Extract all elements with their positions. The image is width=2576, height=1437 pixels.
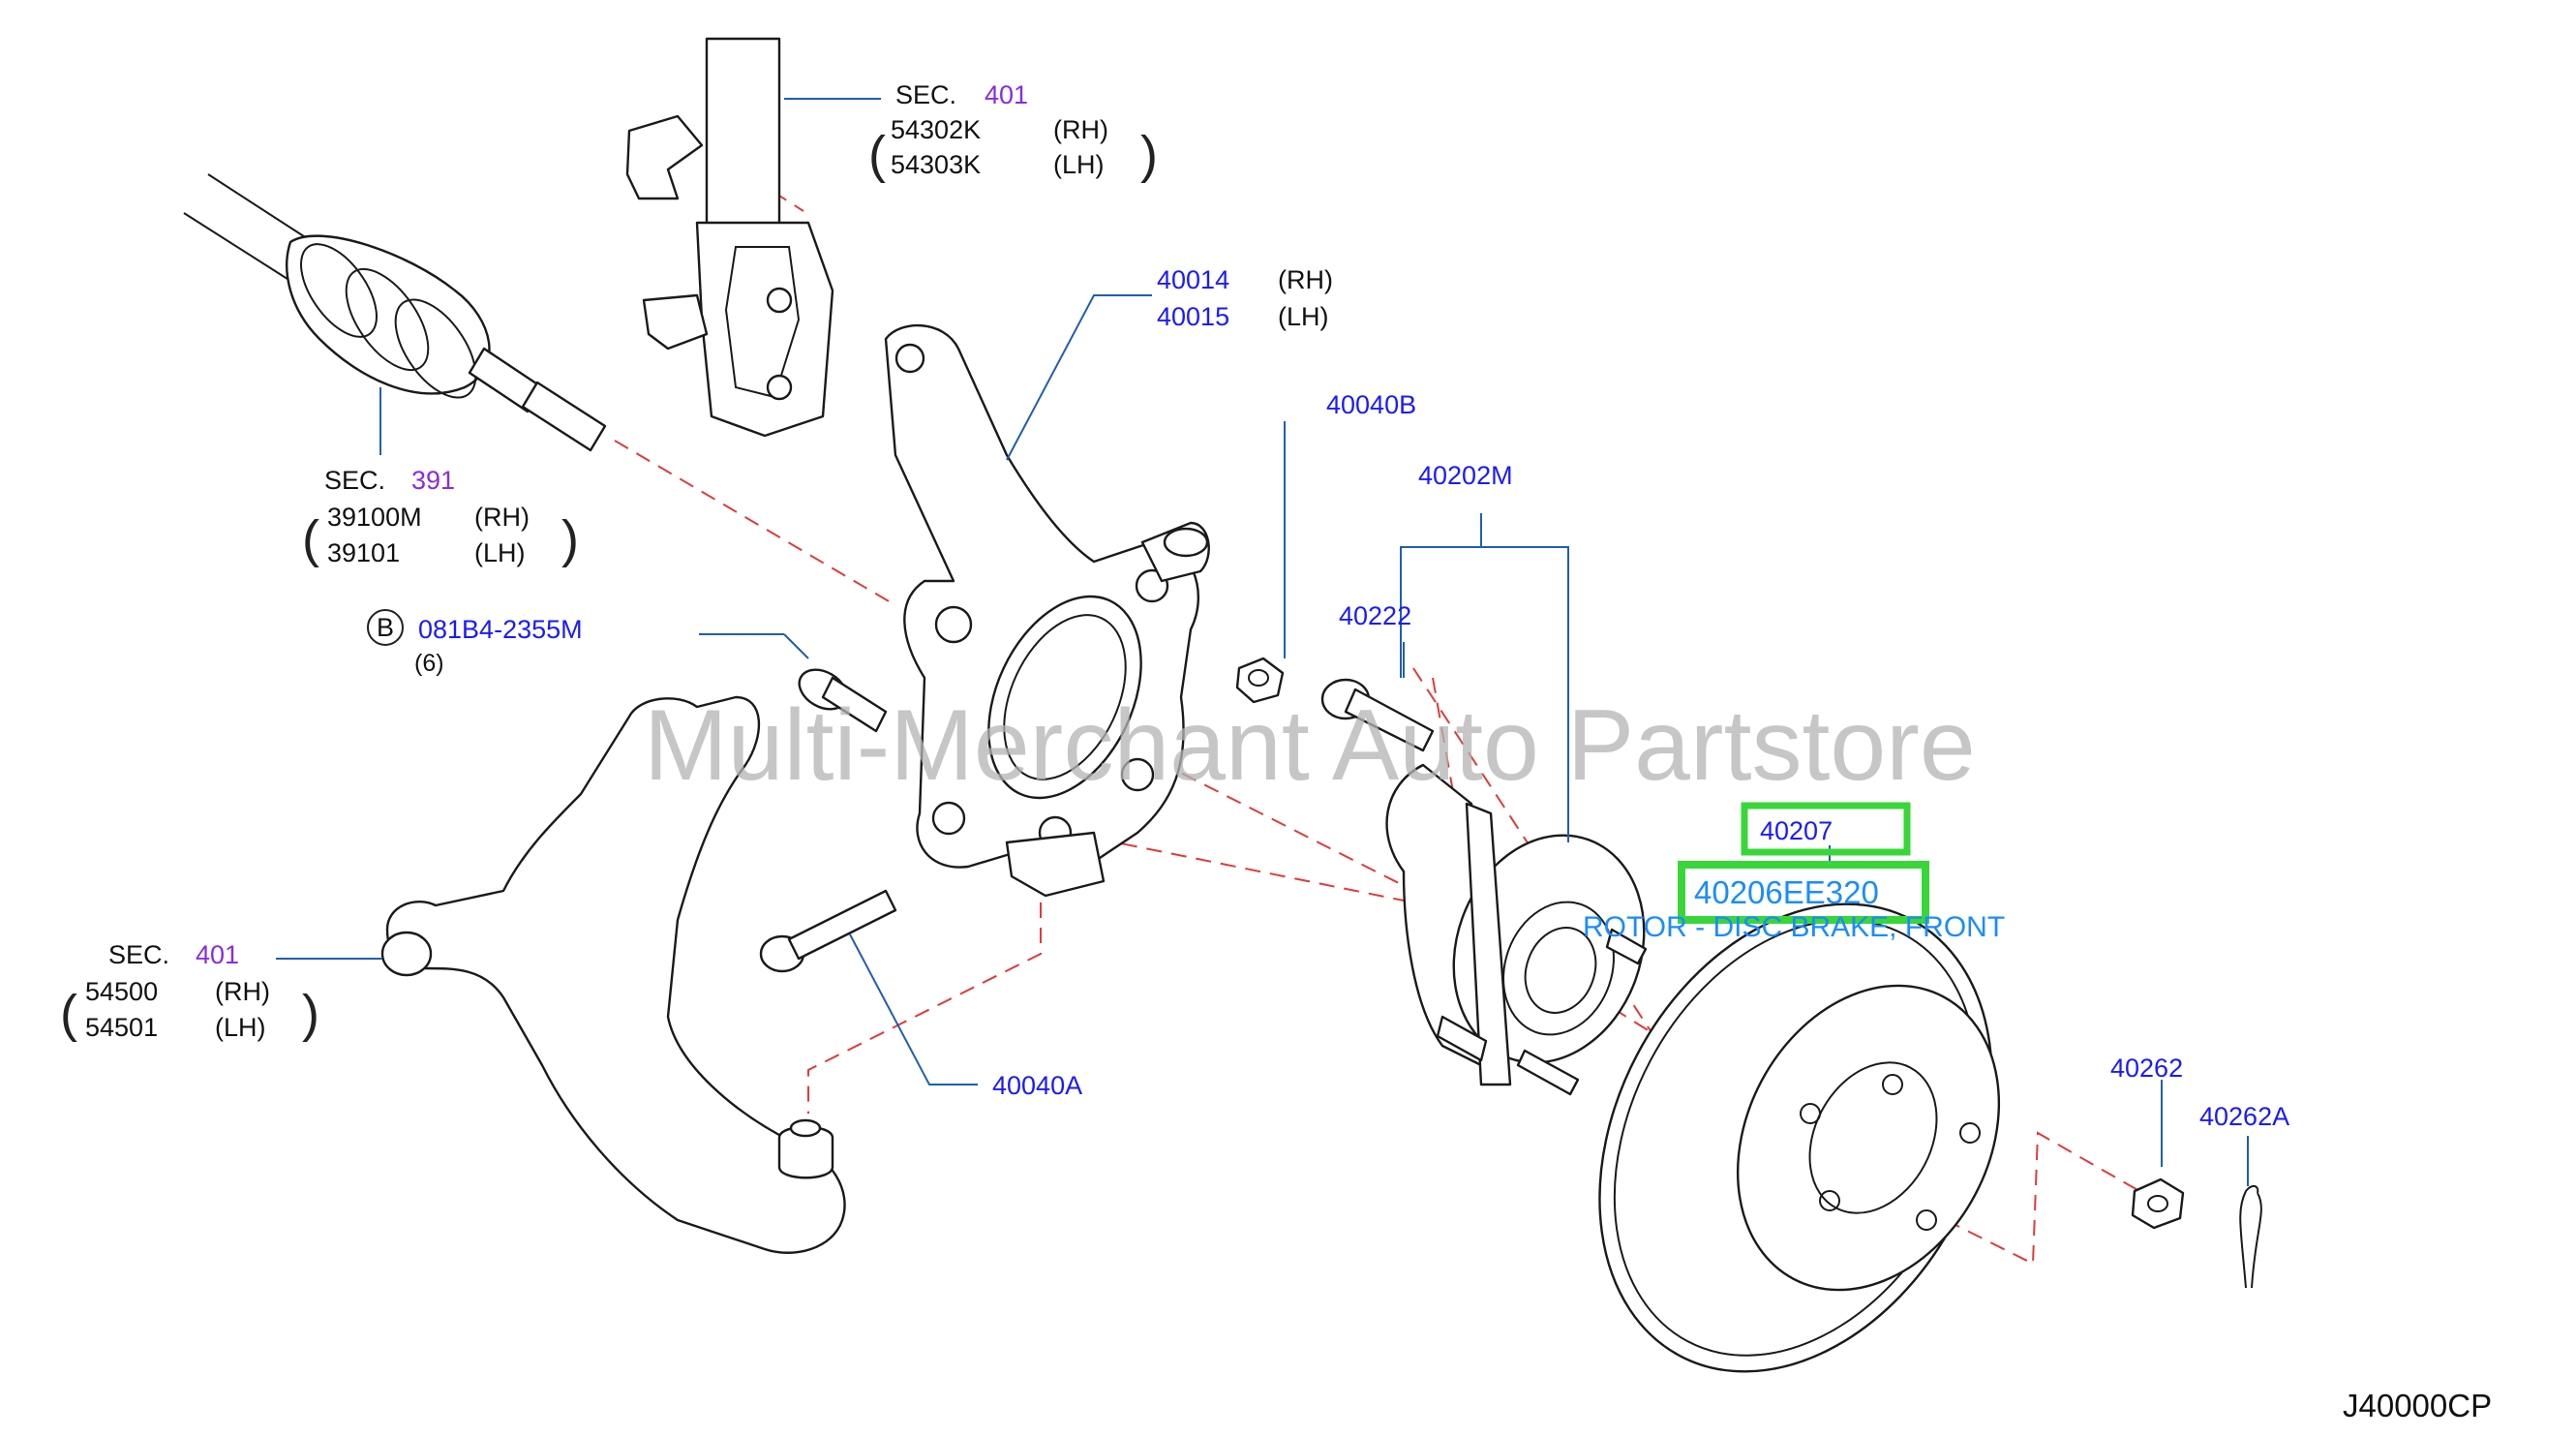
knuckle-label-group: 40014 (RH) 40015 (LH) (1157, 265, 1333, 331)
lower-arm-sec-number-link[interactable]: 401 (196, 940, 239, 969)
strut-close-paren: ) (1140, 126, 1158, 184)
driveshaft-label-group: SEC. 391 ( 39100M (RH) 39101 (LH) ) (302, 466, 579, 568)
bolt-b-qty: (6) (414, 650, 444, 677)
callout-40040B[interactable]: 40040B (1326, 390, 1416, 419)
knuckle-side-lh: (LH) (1278, 302, 1329, 331)
strut-side-lh: (LH) (1053, 150, 1105, 179)
watermark: Multi-Merchant Auto Partstore (644, 689, 1976, 802)
driveshaft-part-rh[interactable]: 39100M (327, 503, 422, 532)
lower-arm-sec-word: SEC. (108, 940, 169, 969)
callout-40262[interactable]: 40262 (2110, 1054, 2183, 1083)
bolt-b-part[interactable]: 081B4-2355M (418, 615, 583, 644)
rotor-highlight-group: 40207 40206EE320 ROTOR - DISC BRAKE, FRO… (1583, 802, 2005, 943)
driveshaft-open-paren: ( (302, 510, 319, 568)
rotor-part-number-link[interactable]: 40206EE320 (1694, 874, 1879, 910)
bolt-b-label-group: B 081B4-2355M (6) (367, 609, 583, 677)
lower-control-arm-drawing[interactable] (380, 695, 846, 1254)
driveshaft-part-lh[interactable]: 39101 (327, 538, 400, 567)
callout-40222[interactable]: 40222 (1339, 601, 1411, 630)
knuckle-part-lh[interactable]: 40015 (1157, 302, 1229, 331)
nut-40040B-drawing[interactable] (1235, 657, 1285, 704)
strut-label-group: SEC. 401 ( 54302K (RH) 54303K (LH) ) (868, 80, 1158, 184)
steering-knuckle-drawing[interactable] (884, 323, 1210, 898)
rotor-description: ROTOR - DISC BRAKE, FRONT (1583, 911, 2005, 943)
strut-part-rh[interactable]: 54302K (891, 115, 981, 144)
lower-arm-label-group: SEC. 401 ( 54500 (RH) 54501 (LH) ) (60, 940, 319, 1043)
lower-arm-side-rh: (RH) (215, 977, 270, 1006)
driveshaft-side-lh: (LH) (474, 538, 526, 567)
lower-arm-open-paren: ( (60, 985, 77, 1043)
badge-circle (367, 609, 404, 646)
callout-40262A[interactable]: 40262A (2199, 1102, 2289, 1131)
bolt-40040A-drawing[interactable] (759, 889, 897, 973)
driveshaft-side-rh: (RH) (474, 503, 530, 532)
driveshaft-sec-word: SEC. (324, 466, 385, 495)
nut-40262-drawing[interactable] (2131, 1177, 2185, 1230)
strut-side-rh: (RH) (1053, 115, 1108, 144)
driveshaft-sec-number-link[interactable]: 391 (411, 466, 455, 495)
cotter-pin-drawing[interactable] (2239, 1185, 2262, 1289)
callout-40040A[interactable]: 40040A (992, 1071, 1082, 1100)
lower-arm-side-lh: (LH) (215, 1013, 266, 1042)
strut-open-paren: ( (868, 126, 886, 184)
bolt-081B4-drawing[interactable] (792, 661, 888, 733)
lower-arm-close-paren: ) (302, 985, 319, 1043)
brake-rotor-drawing[interactable] (1522, 836, 2070, 1437)
hub-bolt-40222-drawing[interactable] (1320, 678, 1435, 752)
strut-part-lh[interactable]: 54303K (891, 150, 981, 179)
bolt-b-badge: B (377, 613, 394, 642)
hub-assembly-drawing[interactable] (1385, 763, 1676, 1096)
drive-shaft-drawing[interactable] (183, 173, 607, 452)
rotor-part-highlight-box (1678, 861, 1929, 924)
strut-sec-number-link[interactable]: 401 (985, 80, 1028, 109)
rotor-ref-link[interactable]: 40207 (1760, 816, 1833, 845)
leader-lines (276, 98, 2249, 1186)
knuckle-part-rh[interactable]: 40014 (1157, 265, 1229, 294)
lower-arm-part-rh[interactable]: 54500 (85, 977, 158, 1006)
strut-sec-word: SEC. (895, 80, 956, 109)
rotor-ref-highlight-box (1741, 802, 1911, 856)
strut-assembly-drawing[interactable] (625, 37, 834, 438)
diagram-code: J40000CP (2343, 1388, 2492, 1423)
knuckle-side-rh: (RH) (1278, 265, 1333, 294)
callout-40202M[interactable]: 40202M (1418, 461, 1513, 490)
driveshaft-close-paren: ) (561, 510, 579, 568)
lower-arm-part-lh[interactable]: 54501 (85, 1013, 158, 1042)
